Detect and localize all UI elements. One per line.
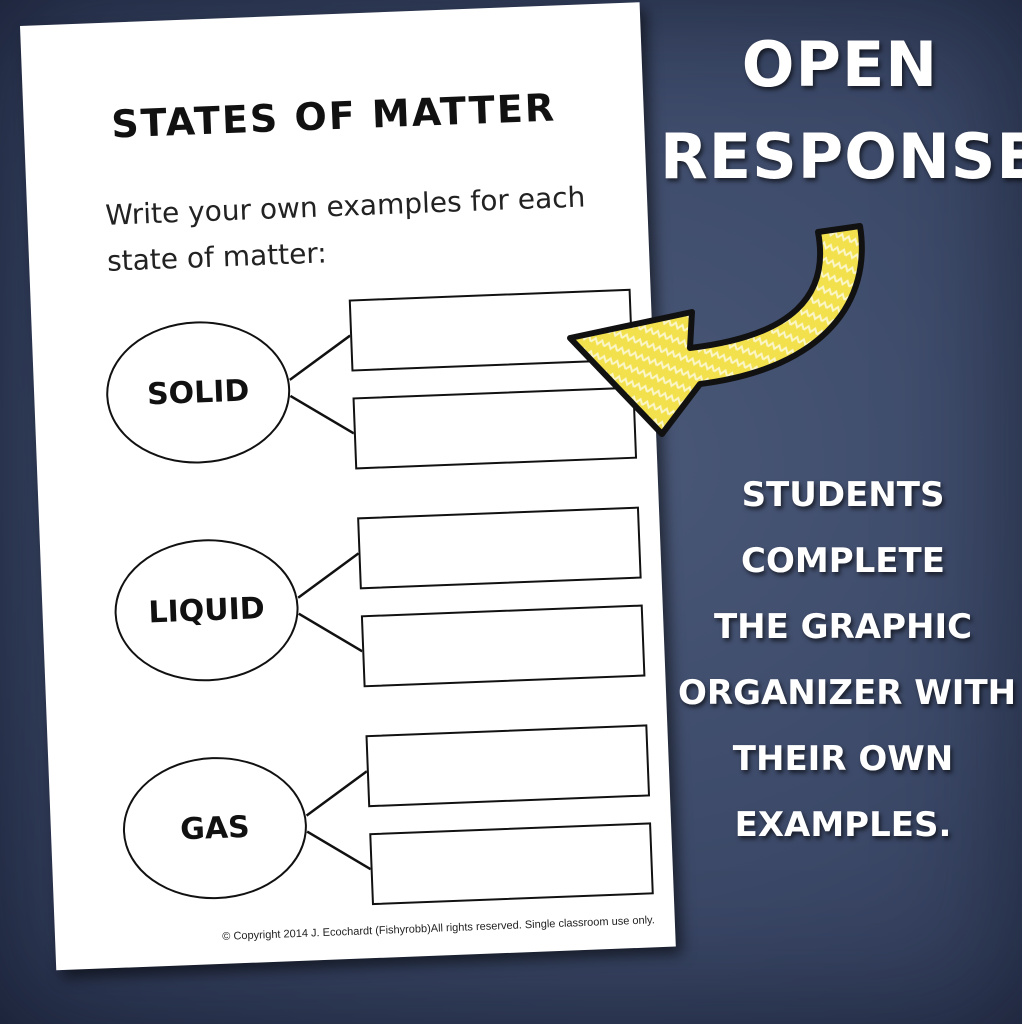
connector-lines bbox=[289, 334, 372, 871]
description-line-5: THEIR OWN bbox=[732, 739, 954, 779]
description-line-6: EXAMPLES. bbox=[734, 805, 952, 845]
description-line-1: STUDENTS bbox=[741, 475, 945, 515]
description-line-4: ORGANIZER WITH bbox=[678, 673, 1017, 713]
heading-open: OPEN bbox=[741, 28, 939, 101]
heading-response: RESPONSE bbox=[660, 120, 1022, 193]
description-line-2: COMPLETE bbox=[741, 541, 945, 581]
description-line-3: THE GRAPHIC bbox=[713, 607, 973, 647]
worksheet-page: STATES OF MATTER Write your own examples… bbox=[20, 2, 676, 971]
description-text: STUDENTS COMPLETE THE GRAPHIC ORGANIZER … bbox=[678, 462, 1017, 858]
